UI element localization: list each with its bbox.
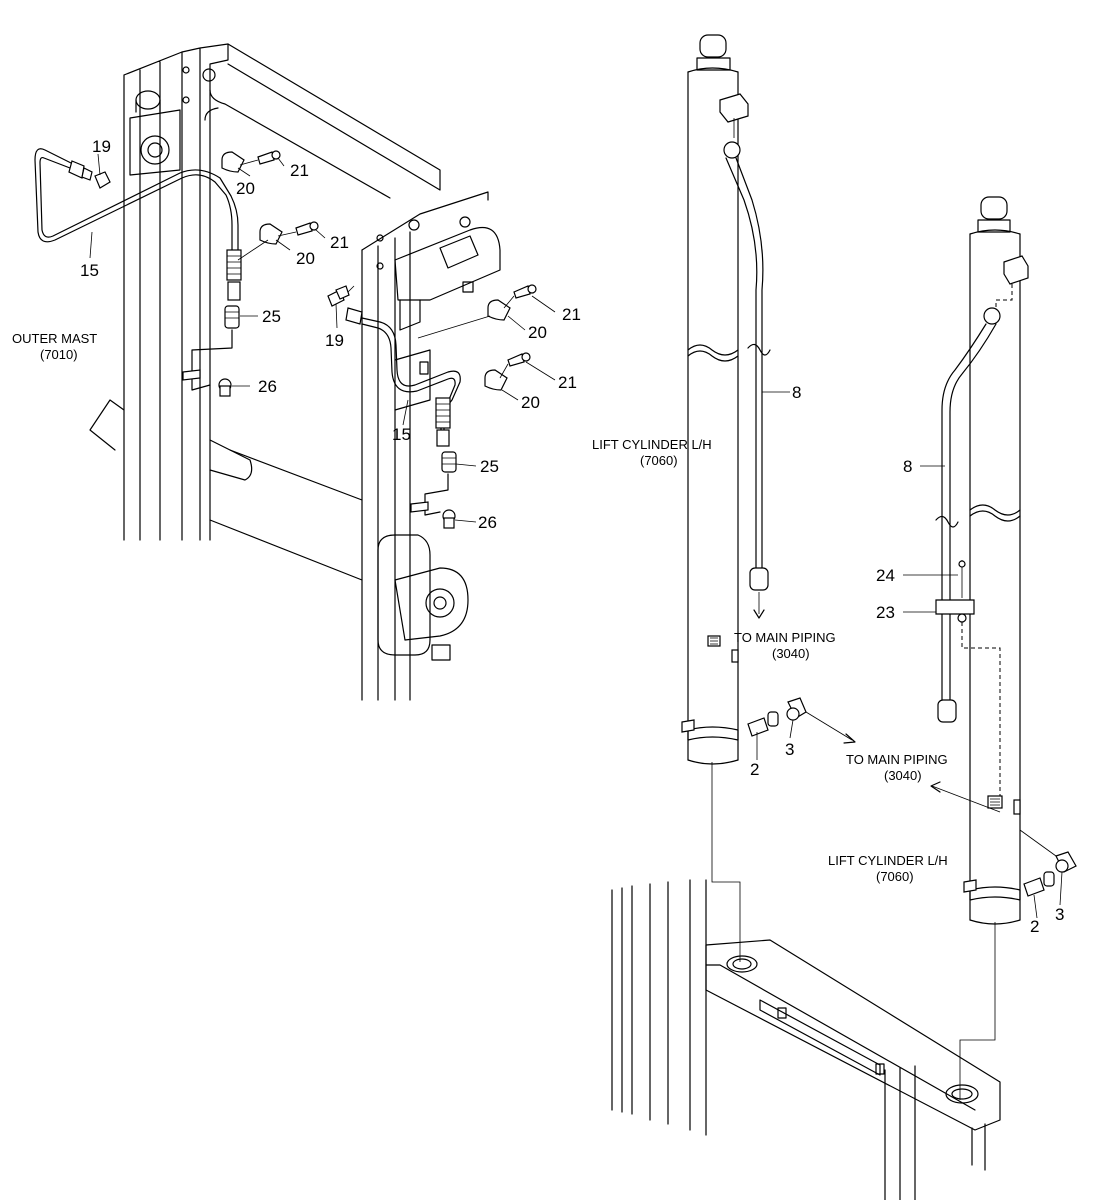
callout-numbers: 19 20 21 20 21 15 25 26 19 21 20 21 20 1… (80, 137, 1064, 936)
outer-mast-code: (7010) (40, 347, 78, 362)
callout-19-right: 19 (325, 331, 344, 350)
callout-15-left: 15 (80, 261, 99, 280)
callout-19-upper: 19 (92, 137, 111, 156)
callout-21-right-lower: 21 (558, 373, 577, 392)
callout-26-left: 26 (258, 377, 277, 396)
callout-21-middle: 21 (330, 233, 349, 252)
callout-21-right-upper: 21 (562, 305, 581, 324)
callout-8-cylinder-b: 8 (903, 457, 912, 476)
callout-8-cylinder-a: 8 (792, 383, 801, 402)
callout-24: 24 (876, 566, 895, 585)
to-main-piping-a-code: (3040) (772, 646, 810, 661)
callout-23: 23 (876, 603, 895, 622)
callout-20-middle: 20 (296, 249, 315, 268)
lift-cylinder-b-code: (7060) (876, 869, 914, 884)
callout-25-left: 25 (262, 307, 281, 326)
callout-15-right: 15 (392, 425, 411, 444)
lift-cylinder-b-drawing (930, 196, 1077, 1100)
lower-frame-drawing (611, 879, 1001, 1200)
callout-20-right-lower: 20 (521, 393, 540, 412)
to-main-piping-b-code: (3040) (884, 768, 922, 783)
callout-2-cylinder-b: 2 (1030, 917, 1039, 936)
to-main-piping-b-label: TO MAIN PIPING (846, 752, 948, 767)
callout-3-cylinder-b: 3 (1055, 905, 1064, 924)
callout-2-cylinder-a: 2 (750, 760, 759, 779)
component-labels: OUTER MAST (7010) LIFT CYLINDER L/H (706… (12, 331, 948, 884)
callout-25-right: 25 (480, 457, 499, 476)
callout-26-right: 26 (478, 513, 497, 532)
callout-3-cylinder-a: 3 (785, 740, 794, 759)
lift-cylinder-a-drawing (681, 34, 856, 962)
callout-21-upper: 21 (290, 161, 309, 180)
upper-left-hose-assembly (34, 148, 319, 397)
outer-mast-label: OUTER MAST (12, 331, 97, 346)
right-mast-hose-assembly (327, 284, 537, 529)
callout-20-right-upper: 20 (528, 323, 547, 342)
lift-cylinder-a-label: LIFT CYLINDER L/H (592, 437, 712, 452)
callout-20-upper: 20 (236, 179, 255, 198)
to-main-piping-a-label: TO MAIN PIPING (734, 630, 836, 645)
outer-mast-drawing (89, 43, 501, 701)
lift-cylinder-b-label: LIFT CYLINDER L/H (828, 853, 948, 868)
lift-cylinder-a-code: (7060) (640, 453, 678, 468)
callout-leaders (89, 153, 1063, 919)
